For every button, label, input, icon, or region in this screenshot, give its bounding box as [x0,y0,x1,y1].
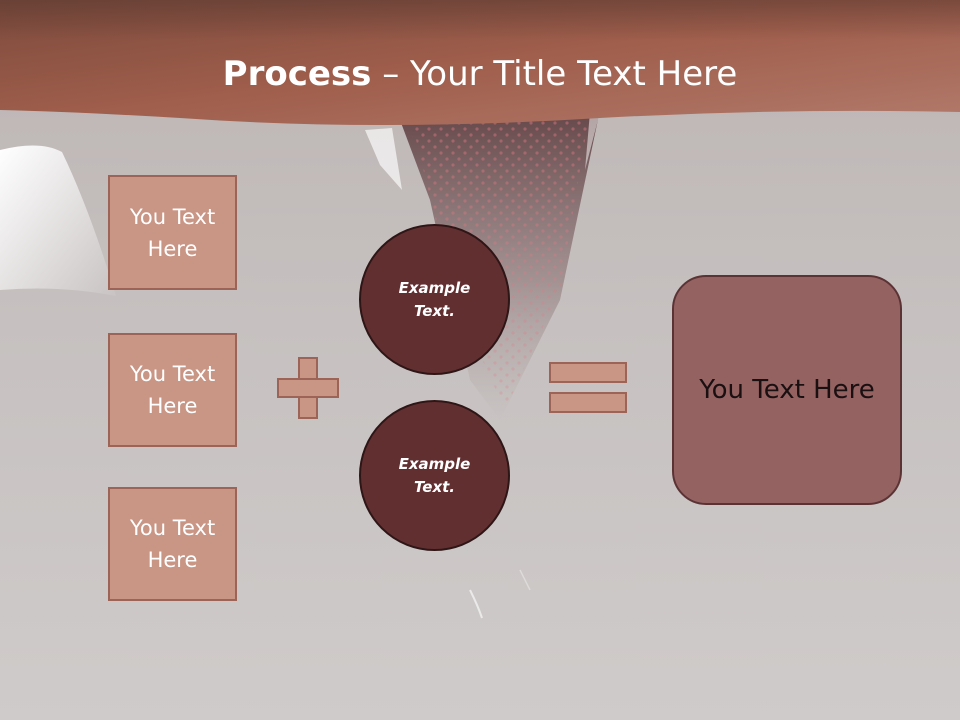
result-label: You Text Here [699,375,875,405]
example-circle-2: Example Text. [359,400,510,551]
example-circle-label: Example Text. [398,278,471,320]
input-box-3: You Text Here [108,487,237,601]
input-box-label: You Text Here [129,516,216,572]
input-box-label: You Text Here [129,362,216,418]
input-box-1: You Text Here [108,175,237,290]
equals-icon [549,362,627,413]
example-circle-1: Example Text. [359,224,510,375]
input-box-label: You Text Here [129,204,216,261]
title-rest: Your Title Text Here [410,54,738,94]
result-box: You Text Here [672,275,902,505]
title-bold: Process [222,54,372,94]
slide-title: Process – Your Title Text Here [0,52,960,96]
title-dash: – [382,54,400,94]
example-circle-label: Example Text. [398,454,471,496]
plus-icon [277,357,339,419]
input-box-2: You Text Here [108,333,237,447]
